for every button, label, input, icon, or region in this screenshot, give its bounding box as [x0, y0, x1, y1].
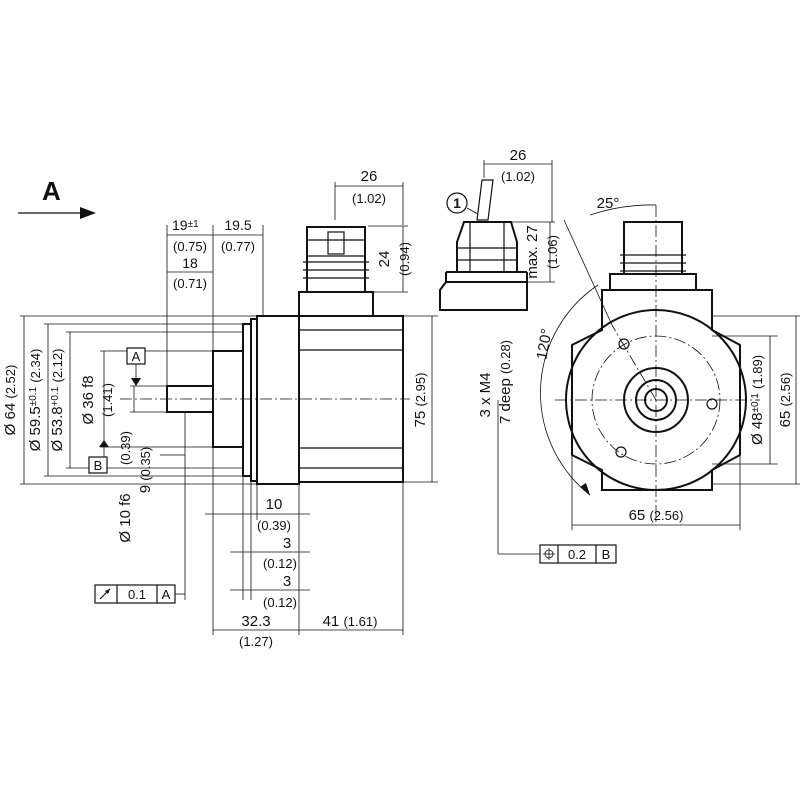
svg-text:41 (1.61): 41 (1.61)	[323, 613, 378, 630]
svg-text:Ø 59.5±0.1 (2.34): Ø 59.5±0.1 (2.34)	[23, 349, 44, 452]
svg-text:65 (2.56): 65 (2.56)	[629, 507, 684, 524]
svg-text:B: B	[602, 547, 611, 562]
svg-text:19±1: 19±1	[172, 217, 199, 233]
svg-text:10: 10	[266, 496, 283, 513]
svg-text:(0.71): (0.71)	[173, 276, 207, 291]
datum-b-marker: B	[88, 440, 109, 474]
svg-text:0.2: 0.2	[568, 547, 586, 562]
view-label: A	[42, 176, 61, 206]
svg-text:A: A	[162, 587, 171, 602]
svg-text:3: 3	[283, 573, 291, 590]
svg-text:max. 27: max. 27	[524, 225, 541, 278]
cable-view: 1 26 (1.02) max. 27 (1.06)	[439, 147, 560, 311]
svg-text:(1.02): (1.02)	[501, 169, 535, 184]
svg-text:7 deep (0.28): 7 deep (0.28)	[497, 340, 514, 424]
front-view: 25° 120° 3 x M4 7 deep (0.28) Ø 48±0.1 (…	[477, 195, 800, 564]
side-view: 26 (1.02) 24 (0.94) 19±1 (0.75) 19.5 (0.…	[2, 168, 438, 649]
svg-text:25°: 25°	[597, 195, 620, 212]
view-direction-arrow	[18, 207, 96, 219]
cable-base	[439, 281, 528, 311]
runout-tolerance-frame: 0.1 A	[94, 584, 185, 604]
svg-text:3 x M4: 3 x M4	[477, 372, 494, 417]
cable	[476, 179, 494, 221]
svg-text:26: 26	[361, 168, 378, 185]
svg-text:19.5: 19.5	[224, 217, 251, 233]
front-connector	[609, 221, 697, 291]
svg-text:(0.12): (0.12)	[263, 556, 297, 571]
svg-text:Ø 53.8+0.1 (2.12): Ø 53.8+0.1 (2.12)	[45, 349, 66, 452]
svg-text:(1.27): (1.27)	[239, 634, 273, 649]
datum-a-marker: A	[126, 347, 146, 386]
flange	[256, 315, 300, 485]
svg-text:Ø 10 f6: Ø 10 f6	[117, 493, 134, 542]
svg-text:(1.06): (1.06)	[545, 235, 560, 269]
svg-text:9 (0.35): 9 (0.35)	[137, 447, 154, 493]
svg-text:(0.75): (0.75)	[173, 239, 207, 254]
position-tolerance-frame: 0.2 B	[497, 400, 617, 564]
svg-text:24: 24	[376, 251, 393, 268]
svg-text:(0.12): (0.12)	[263, 595, 297, 610]
cable-callout-circle	[446, 192, 468, 214]
svg-text:B: B	[94, 458, 103, 473]
svg-text:32.3: 32.3	[241, 613, 270, 630]
connector-base	[298, 291, 374, 317]
svg-text:120°: 120°	[534, 327, 556, 361]
svg-text:A: A	[132, 349, 141, 364]
svg-text:18: 18	[182, 255, 198, 271]
flange-ring-1	[242, 323, 252, 477]
svg-text:Ø 64 (2.52): Ø 64 (2.52)	[2, 365, 19, 436]
svg-text:(0.94): (0.94)	[397, 242, 412, 276]
svg-text:1: 1	[453, 195, 461, 211]
mounting-hole	[618, 338, 630, 350]
svg-text:(1.41): (1.41)	[100, 383, 115, 417]
connector	[303, 226, 369, 293]
svg-text:(0.77): (0.77)	[221, 239, 255, 254]
svg-text:(1.02): (1.02)	[352, 191, 386, 206]
svg-text:3: 3	[283, 535, 291, 552]
mounting-hole	[706, 398, 718, 410]
svg-text:(0.39): (0.39)	[257, 518, 291, 533]
mounting-hole	[615, 446, 627, 458]
svg-text:65 (2.56): 65 (2.56)	[777, 373, 794, 428]
svg-text:Ø 48±0.1 (1.89): Ø 48±0.1 (1.89)	[745, 355, 766, 445]
svg-text:75 (2.95): 75 (2.95)	[412, 373, 429, 428]
cable-gland	[456, 221, 518, 273]
svg-text:Ø 36 f8: Ø 36 f8	[80, 375, 97, 424]
svg-text:26: 26	[510, 147, 527, 164]
svg-text:(0.39): (0.39)	[118, 431, 133, 465]
svg-text:0.1: 0.1	[128, 587, 146, 602]
